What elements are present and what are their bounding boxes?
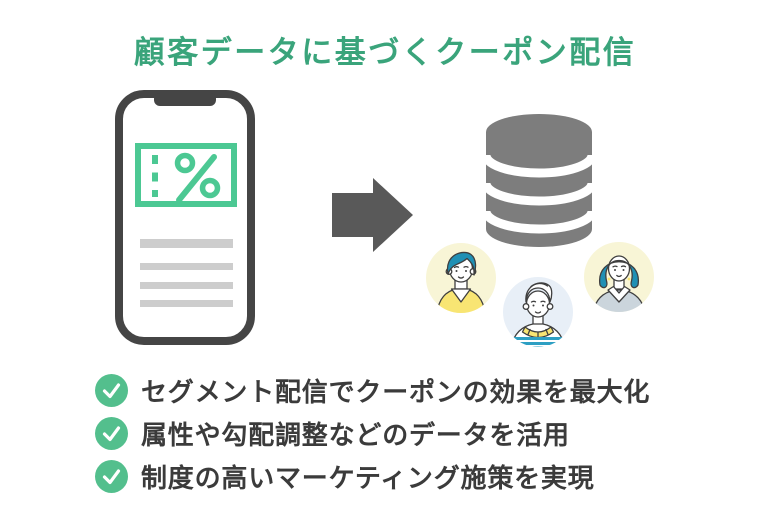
man-teal-hair-avatar — [426, 243, 496, 313]
coupon-percent-icon — [135, 143, 237, 207]
check-circle-icon — [95, 416, 128, 450]
bullet-row-3: 制度の高いマーケティング施策を実現 — [95, 459, 595, 493]
arrow-shape — [332, 178, 413, 252]
smartphone-icon — [115, 90, 255, 345]
avatar-person — [510, 282, 566, 347]
bullet-label: 属性や勾配調整などのデータを活用 — [141, 419, 570, 450]
bullet-label: セグメント配信でクーポンの効果を最大化 — [141, 376, 651, 407]
database-body — [486, 114, 592, 247]
face-features — [607, 265, 631, 281]
shirt-stripes — [512, 337, 564, 347]
face-features — [530, 300, 546, 314]
man-light-hair-avatar — [503, 277, 573, 347]
page-title: 顧客データに基づくクーポン配信 — [133, 35, 637, 70]
arrow-right-icon — [332, 178, 413, 252]
database-separators — [485, 154, 593, 234]
bullet-row-2: 属性や勾配調整などのデータを活用 — [95, 416, 570, 450]
phone-text-placeholder-lines — [140, 239, 233, 307]
face-features — [453, 265, 469, 279]
phone-notch — [154, 93, 216, 106]
woman-teal-bob-avatar — [584, 242, 654, 312]
avatar-person — [592, 255, 646, 312]
check-circle-icon — [95, 373, 128, 407]
bullet-label: 制度の高いマーケティング施策を実現 — [141, 462, 595, 493]
database-icon — [485, 114, 593, 247]
bullet-row-1: セグメント配信でクーポンの効果を最大化 — [95, 373, 650, 407]
check-circle-icon — [95, 459, 128, 493]
